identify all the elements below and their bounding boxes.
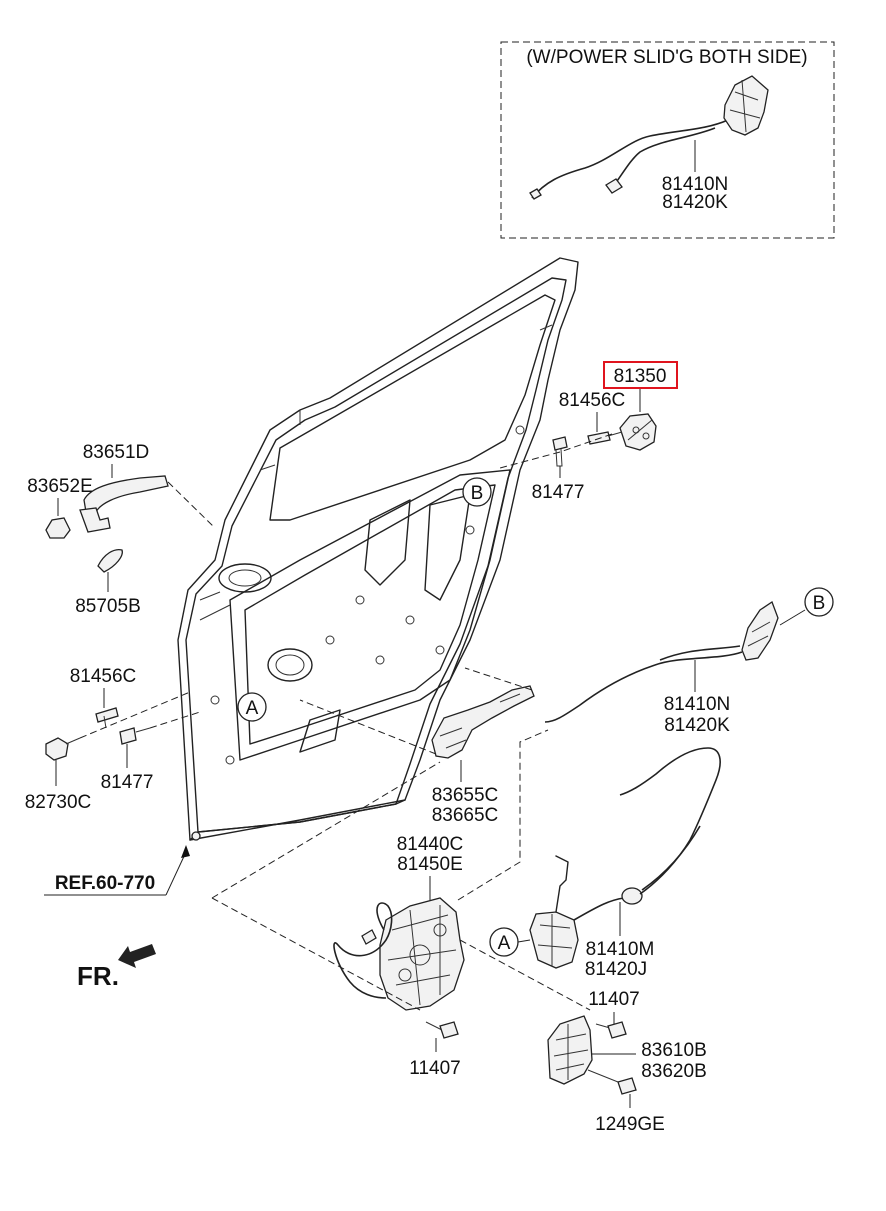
inner-panel bbox=[229, 469, 511, 761]
door-outer-frame bbox=[177, 257, 579, 841]
inset-cable bbox=[531, 119, 729, 199]
label-ref: REF.60-770 bbox=[55, 873, 155, 894]
part-81350: 81350 bbox=[603, 361, 678, 451]
fr-arrow-icon bbox=[118, 944, 156, 968]
left-fasteners: 81456C 82730C 81477 bbox=[25, 666, 201, 813]
inside-handle-group: 83655C 83665C bbox=[299, 667, 535, 826]
cable-81410n-group: B 81410N 81420K bbox=[544, 587, 834, 736]
inside-handle-83655c bbox=[431, 685, 535, 759]
label-83651d: 83651D bbox=[83, 442, 150, 463]
label-81450e: 81450E bbox=[397, 854, 463, 875]
label-82730c: 82730C bbox=[25, 792, 92, 813]
screw-11407-bottom bbox=[439, 1021, 459, 1039]
label-85705b: 85705B bbox=[75, 596, 141, 617]
handle-base bbox=[79, 507, 111, 533]
inset-actuator bbox=[723, 75, 769, 136]
label-81477-top: 81477 bbox=[532, 482, 585, 503]
inset-cable-branch bbox=[611, 127, 716, 189]
inset-cable-end bbox=[529, 188, 542, 200]
callout-a-lower-label: A bbox=[498, 933, 511, 954]
label-81410n: 81410N bbox=[664, 694, 731, 715]
label-11407-right: 11407 bbox=[588, 989, 639, 1010]
inset-part-81420K: 81420K bbox=[662, 192, 728, 213]
callout-b-right-label: B bbox=[813, 593, 826, 614]
inner-panel-edge bbox=[244, 484, 496, 745]
callout-b-door-label: B bbox=[471, 483, 484, 504]
label-1249ge: 1249GE bbox=[595, 1114, 665, 1135]
latch-cable bbox=[333, 902, 393, 999]
screw-81477-top bbox=[552, 436, 568, 451]
cable-81410m bbox=[619, 747, 721, 895]
front-indicator: FR. bbox=[77, 944, 156, 991]
door-panel bbox=[177, 257, 579, 841]
bolt-1249ge bbox=[617, 1077, 637, 1095]
callout-a-door: A bbox=[237, 692, 267, 722]
inset-title: (W/POWER SLID'G BOTH SIDE) bbox=[526, 47, 807, 68]
latch-81440c bbox=[379, 897, 465, 1011]
inset-dashed-border bbox=[500, 41, 835, 239]
outside-handle-83651d bbox=[83, 475, 169, 513]
latch-group: 81440C 81450E bbox=[211, 729, 591, 1011]
inset-connector bbox=[605, 178, 623, 194]
part-11407-bottom: 11407 bbox=[409, 1021, 461, 1079]
label-81456c-top: 81456C bbox=[559, 390, 626, 411]
clip-82730c bbox=[45, 737, 69, 761]
label-83655c: 83655C bbox=[432, 785, 499, 806]
label-81456c-left: 81456C bbox=[70, 666, 137, 687]
actuator-81410m bbox=[529, 911, 579, 969]
label-83620b: 83620B bbox=[641, 1061, 707, 1082]
part-81477-top: 81477 bbox=[532, 436, 585, 503]
cable-grommet bbox=[621, 887, 643, 905]
label-81477-left: 81477 bbox=[101, 772, 154, 793]
outside-handle-group: 83651D 83652E 85705B bbox=[27, 442, 216, 617]
handle-cap-83652e bbox=[45, 517, 71, 539]
speaker-hole bbox=[267, 648, 313, 682]
ref-arrow bbox=[181, 845, 190, 858]
label-fr: FR. bbox=[77, 961, 119, 991]
panel-opening-1 bbox=[364, 499, 411, 586]
label-81410m: 81410M bbox=[586, 939, 655, 960]
bracket-83610b bbox=[547, 1015, 593, 1085]
label-81420k: 81420K bbox=[664, 715, 730, 736]
panel-opening-3 bbox=[299, 709, 341, 753]
cable-81410m-group: A 81410M 81420J bbox=[489, 747, 721, 980]
screw-81477-left bbox=[119, 727, 137, 745]
label-81350: 81350 bbox=[614, 366, 667, 387]
callout-b-door: B bbox=[462, 477, 492, 507]
inset-part-81410N: 81410N bbox=[662, 174, 729, 195]
callout-a-door-label: A bbox=[246, 698, 259, 719]
label-83652e: 83652E bbox=[27, 476, 93, 497]
panel-opening-2 bbox=[424, 494, 471, 601]
highlight-box-81350 bbox=[603, 361, 678, 389]
actuator-81410n bbox=[741, 601, 779, 661]
label-83610b: 83610B bbox=[641, 1040, 707, 1061]
screw-11407-right bbox=[607, 1021, 627, 1039]
door-inner-frame bbox=[185, 277, 567, 833]
ref-group: REF.60-770 bbox=[44, 845, 190, 896]
label-11407-bottom: 11407 bbox=[409, 1058, 460, 1079]
label-81440c: 81440C bbox=[397, 834, 464, 855]
handle-recess bbox=[218, 563, 272, 593]
part-81456c-top: 81456C bbox=[499, 390, 626, 469]
label-83665c: 83665C bbox=[432, 805, 499, 826]
window-opening bbox=[269, 294, 556, 521]
inset-box: (W/POWER SLID'G BOTH SIDE) 81410N 81420K bbox=[500, 41, 835, 239]
gasket-85705b bbox=[97, 548, 123, 573]
bolt-81456c-left bbox=[95, 707, 119, 723]
label-81420j: 81420J bbox=[585, 959, 647, 980]
part-83610b-group: 11407 83610B 83620B 1249GE bbox=[547, 989, 707, 1135]
cable-81410n bbox=[544, 651, 743, 723]
